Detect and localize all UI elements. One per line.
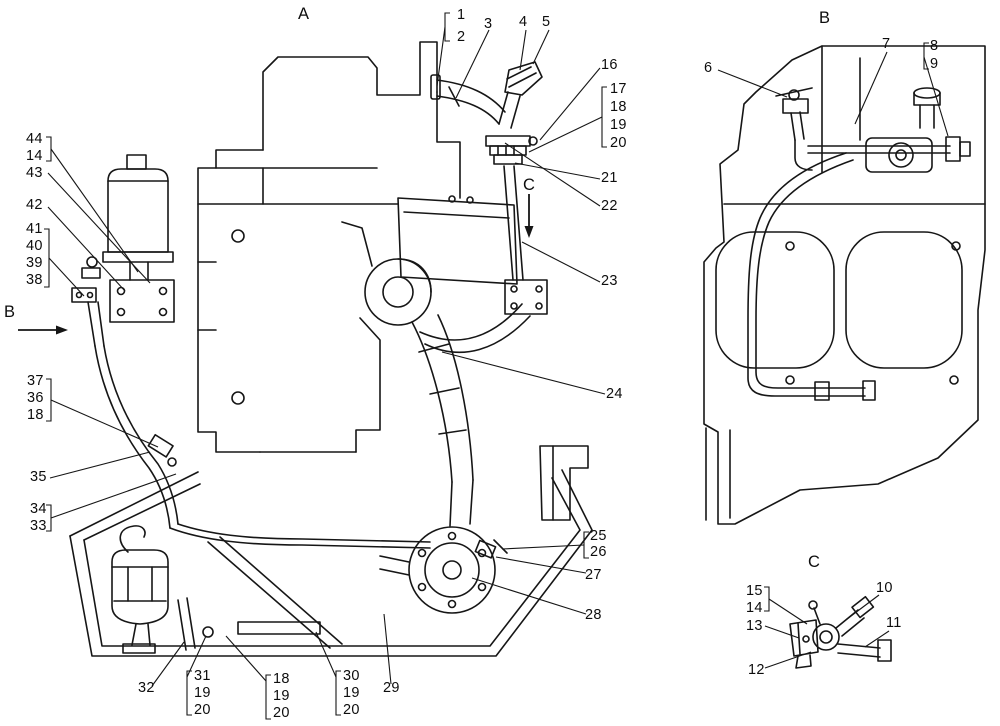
direction-arrows bbox=[18, 194, 534, 335]
fuel-filter-canister bbox=[111, 525, 214, 654]
air-cleaner-box bbox=[397, 195, 518, 285]
down-pipe bbox=[503, 165, 548, 315]
callout-1: 1 bbox=[457, 7, 466, 23]
callout-41: 41 bbox=[26, 221, 43, 237]
view-label-b: B bbox=[819, 9, 831, 27]
callout-37: 37 bbox=[27, 373, 44, 389]
callout-20-b1: 20 bbox=[194, 702, 211, 718]
filler-neck bbox=[913, 87, 941, 129]
view-c-drawing bbox=[789, 595, 892, 669]
view-b-direction-arrow bbox=[18, 325, 68, 335]
callout-20-b2: 20 bbox=[273, 705, 290, 721]
callout-18-left: 18 bbox=[27, 407, 44, 423]
callout-19-b3: 19 bbox=[343, 685, 360, 701]
callout-11: 11 bbox=[886, 615, 902, 631]
callout-17: 17 bbox=[610, 81, 627, 97]
left-pipe-assembly bbox=[71, 256, 431, 549]
callout-38: 38 bbox=[26, 272, 43, 288]
callout-29: 29 bbox=[383, 680, 400, 696]
callout-3: 3 bbox=[484, 16, 493, 32]
direction-label-c: C bbox=[523, 176, 536, 194]
callout-18-bottom: 18 bbox=[273, 671, 290, 687]
callout-32: 32 bbox=[138, 680, 155, 696]
view-label-a: A bbox=[298, 5, 310, 23]
callout-21: 21 bbox=[601, 170, 618, 186]
callout-40: 40 bbox=[26, 238, 43, 254]
callout-25: 25 bbox=[590, 528, 607, 544]
callout-39: 39 bbox=[26, 255, 43, 271]
callout-6: 6 bbox=[704, 60, 713, 76]
callout-34: 34 bbox=[30, 501, 47, 517]
callout-7: 7 bbox=[882, 36, 891, 52]
callout-22: 22 bbox=[601, 198, 618, 214]
callout-23: 23 bbox=[601, 273, 618, 289]
pump bbox=[379, 526, 508, 614]
callout-30: 30 bbox=[343, 668, 360, 684]
oil-filter-assembly bbox=[102, 154, 175, 323]
drain-valve bbox=[775, 87, 813, 171]
view-label-c: C bbox=[808, 553, 821, 571]
callout-24: 24 bbox=[606, 386, 623, 402]
direction-label-b: B bbox=[4, 303, 16, 321]
callout-19-right: 19 bbox=[610, 117, 627, 133]
callout-36: 36 bbox=[27, 390, 44, 406]
callout-33: 33 bbox=[30, 518, 47, 534]
callout-44: 44 bbox=[26, 131, 43, 147]
callout-27: 27 bbox=[585, 567, 602, 583]
callout-5: 5 bbox=[542, 14, 551, 30]
callout-18-right: 18 bbox=[610, 99, 627, 115]
callout-26: 26 bbox=[590, 544, 607, 560]
callout-35: 35 bbox=[30, 469, 47, 485]
callout-9: 9 bbox=[930, 56, 939, 72]
callout-19-b2: 19 bbox=[273, 688, 290, 704]
callout-16: 16 bbox=[601, 57, 618, 73]
view-a-drawing bbox=[69, 41, 593, 657]
callout-10: 10 bbox=[876, 580, 893, 596]
filler-cap bbox=[498, 61, 543, 129]
callout-43: 43 bbox=[26, 165, 43, 181]
callout-4: 4 bbox=[519, 14, 528, 30]
leader-lines bbox=[44, 12, 949, 720]
callout-20-b3: 20 bbox=[343, 702, 360, 718]
callout-15: 15 bbox=[746, 583, 763, 599]
pipes bbox=[747, 136, 971, 401]
callout-2: 2 bbox=[457, 29, 466, 45]
frame-and-pan bbox=[69, 445, 593, 657]
callout-20-right: 20 bbox=[610, 135, 627, 151]
callout-14-view-c: 14 bbox=[746, 600, 763, 616]
view-b-drawing bbox=[703, 45, 986, 525]
callout-28: 28 bbox=[585, 607, 602, 623]
callout-13: 13 bbox=[746, 618, 763, 634]
callout-31: 31 bbox=[194, 668, 211, 684]
flange-stack bbox=[485, 135, 538, 165]
callout-8: 8 bbox=[930, 38, 939, 54]
view-c-direction-arrow bbox=[524, 194, 534, 238]
intake-hose bbox=[430, 74, 506, 125]
callout-12: 12 bbox=[748, 662, 765, 678]
callout-14-left: 14 bbox=[26, 148, 43, 164]
turbocharger bbox=[341, 221, 531, 527]
callout-42: 42 bbox=[26, 197, 43, 213]
callout-19-b1: 19 bbox=[194, 685, 211, 701]
